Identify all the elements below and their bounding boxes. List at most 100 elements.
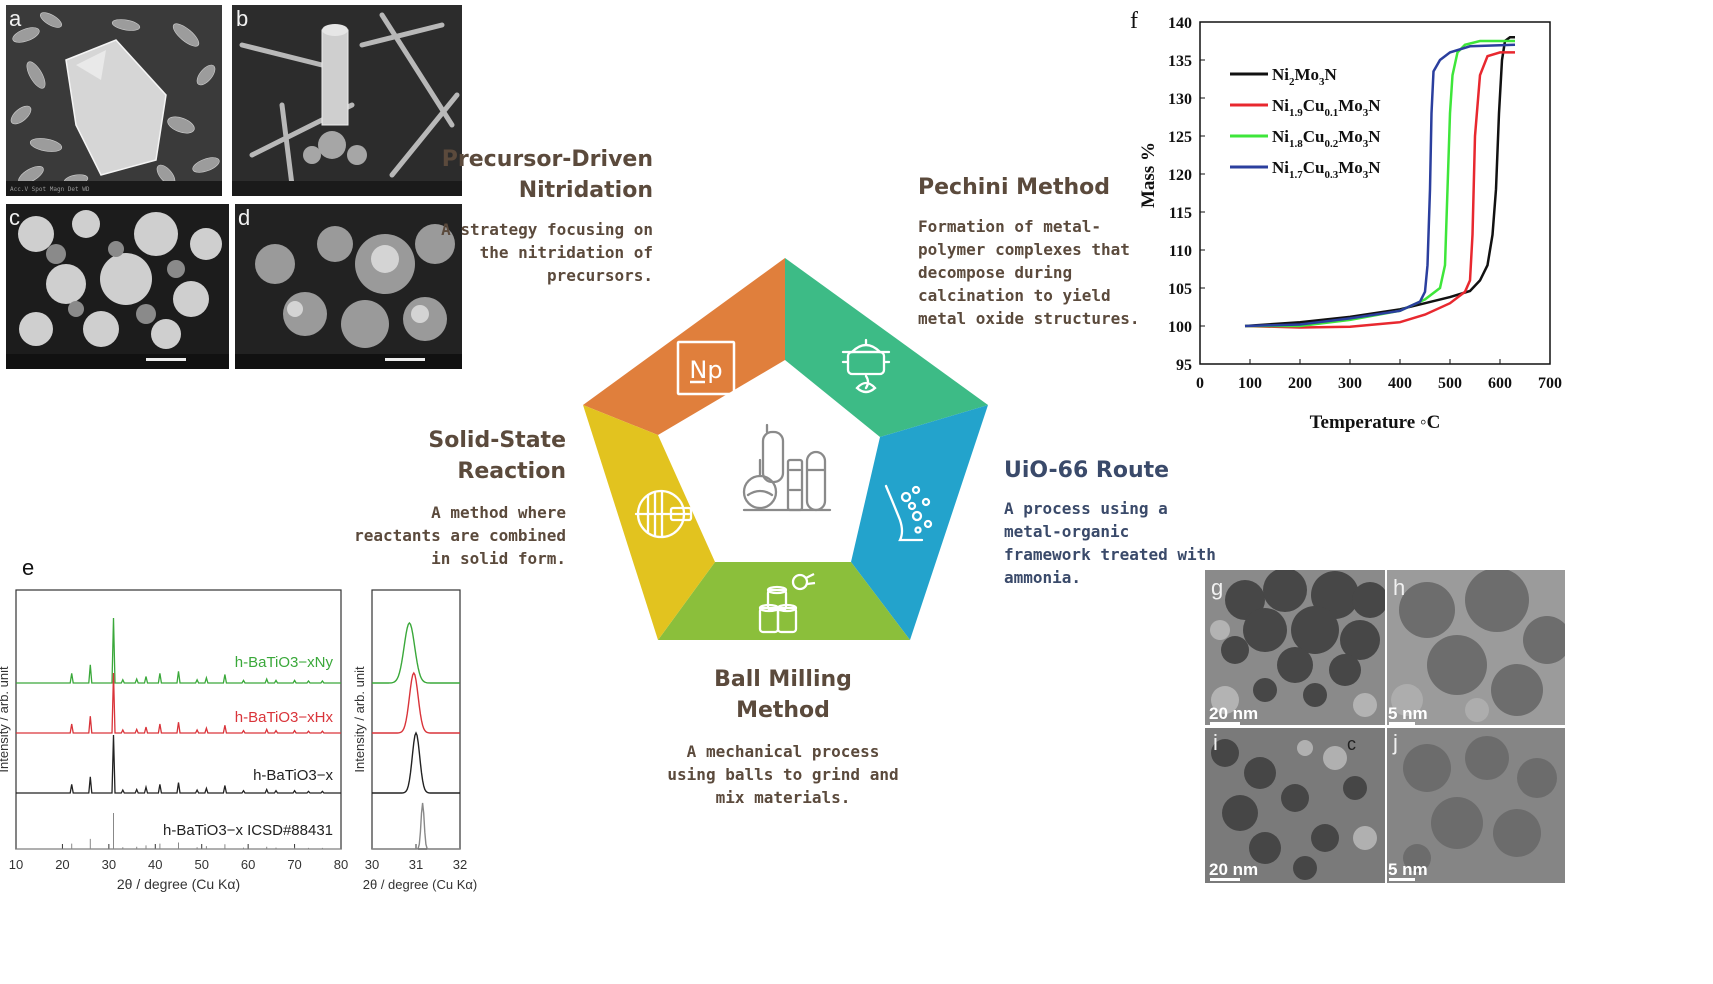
pechini-desc-line: metal oxide structures. <box>918 309 1140 328</box>
series-line <box>1244 51 1515 329</box>
x-tick-label: 400 <box>1388 375 1412 392</box>
ball-desc-line: A mechanical process <box>686 742 880 761</box>
solid-state-description: A method where reactants are combined in… <box>340 501 566 570</box>
xrd-zoom-line <box>372 802 460 850</box>
sem-image-b <box>232 5 462 196</box>
series-line <box>1244 43 1516 328</box>
x-tick-label: 70 <box>287 857 301 872</box>
legend-label: Ni2Mo3N <box>1272 65 1338 88</box>
panel-label-g: g <box>1211 575 1224 600</box>
xrd-series-label: h-BaTiO3−x <box>253 767 333 784</box>
x-tick-label: 600 <box>1488 375 1512 392</box>
x-tick-label: 700 <box>1538 375 1562 392</box>
y-axis-label: Intensity / arb. unit <box>0 666 11 773</box>
pechini-title: Pechini Method <box>918 175 1111 200</box>
scale-label-j: 5 nm <box>1388 860 1428 879</box>
solid-desc-line: A method where <box>431 503 566 522</box>
panel-label-e: e <box>22 555 35 580</box>
solid-title-line-1: Solid-State <box>428 428 566 453</box>
ball-title-line-2: Method <box>736 698 830 723</box>
y-tick-label: 95 <box>1176 357 1192 374</box>
x-tick-label: 0 <box>1196 375 1204 392</box>
precursor-desc-line: A strategy focusing on <box>441 220 653 239</box>
uio-desc-line: framework treated with <box>1004 545 1216 564</box>
panel-label-i: i <box>1213 730 1218 755</box>
flask-beads-icon <box>884 484 933 542</box>
x-axis-label: Temperature ◦C <box>1310 412 1441 433</box>
y-tick-label: 125 <box>1168 129 1192 146</box>
xrd-series-label: h-BaTiO3−xHx <box>235 709 334 726</box>
ball-title-line-1: Ball Milling <box>714 667 852 692</box>
ball-desc-line: using balls to grind and <box>667 765 899 784</box>
scale-label-g: 20 nm <box>1209 704 1259 723</box>
pechini-desc-line: calcination to yield <box>918 286 1111 305</box>
svg-text:Acc.V Spot Magn Det WD: Acc.V Spot Magn Det WD <box>10 186 90 193</box>
x-axis-label: 2θ / degree (Cu Kα) <box>117 876 240 892</box>
precursor-title-line-1: Precursor-Driven <box>441 147 653 172</box>
precursor-title-line-2: Nitridation <box>518 178 653 203</box>
xrd-series-label: h-BaTiO3−xNy <box>235 654 334 671</box>
x-tick-label: 80 <box>334 857 348 872</box>
xrd-series-line <box>16 617 341 684</box>
legend-label: Ni1.7Cu0.3Mo3N <box>1272 158 1381 181</box>
xrd-series-line <box>16 734 341 794</box>
scale-label-h: 5 nm <box>1388 704 1428 723</box>
y-axis-label: Intensity / arb. unit <box>352 666 367 773</box>
y-tick-label: 130 <box>1168 91 1192 108</box>
series-line <box>1244 35 1515 328</box>
chemical-plant-icon <box>742 423 832 512</box>
x-tick-label: 32 <box>453 857 467 872</box>
panel-label-b: b <box>236 6 249 31</box>
precursor-desc-line: the nitridation of <box>479 243 653 262</box>
uio-title: UiO-66 Route <box>1004 458 1170 483</box>
segment-ball <box>658 562 910 640</box>
x-tick-label: 40 <box>148 857 162 872</box>
uio-description: A process using a metal-organic framewor… <box>1004 497 1216 589</box>
xrd-series-line <box>16 672 341 734</box>
boiling-pot-icon <box>841 338 891 394</box>
scale-bar-h <box>1389 722 1415 725</box>
panel-label-h: h <box>1393 575 1406 600</box>
xrd-series-label: h-BaTiO3−x ICSD#88431 <box>163 822 333 839</box>
ball-milling-title: Ball Milling Method <box>663 664 903 726</box>
segment-uio <box>851 405 988 640</box>
x-tick-label: 300 <box>1338 375 1362 392</box>
mill-drum-icon <box>634 489 693 539</box>
sem-image-d <box>235 204 462 369</box>
tem-image-i <box>1205 728 1385 883</box>
y-tick-label: 105 <box>1168 281 1192 298</box>
x-tick-label: 200 <box>1288 375 1312 392</box>
solid-desc-line: in solid form. <box>431 549 566 568</box>
pechini-desc-line: Formation of metal- <box>918 217 1102 236</box>
panel-label-d: d <box>238 205 251 230</box>
y-tick-label: 100 <box>1168 319 1192 336</box>
x-tick-label: 30 <box>365 857 379 872</box>
uio-desc-line: ammonia. <box>1004 568 1082 587</box>
y-tick-label: 115 <box>1169 205 1192 222</box>
xrd-zoom-line <box>372 671 460 734</box>
x-tick-label: 500 <box>1438 375 1462 392</box>
pechini-desc-line: decompose during <box>918 263 1073 282</box>
x-tick-label: 60 <box>241 857 255 872</box>
panel-label-j: j <box>1393 730 1398 755</box>
pechini-description: Formation of metal- polymer complexes th… <box>918 215 1140 330</box>
xrd-series-line <box>16 813 341 850</box>
precursor-title: Precursor-Driven Nitridation <box>400 144 653 206</box>
precursor-desc-line: precursors. <box>547 266 653 285</box>
x-axis-label: 2θ / degree (Cu Kα) <box>363 877 477 892</box>
x-tick-label: 30 <box>102 857 116 872</box>
legend-label: Ni1.8Cu0.2Mo3N <box>1272 127 1381 150</box>
solid-title-line-2: Reaction <box>457 459 566 484</box>
xrd-zoom-line <box>372 621 460 684</box>
solid-desc-line: reactants are combined <box>354 526 566 545</box>
panel-label-f: f <box>1130 8 1138 34</box>
ball-mill-jars-icon <box>758 572 816 634</box>
sem-image-a: Acc.V Spot Magn Det WD <box>6 5 222 196</box>
ball-desc-line: mix materials. <box>715 788 851 807</box>
xrd-right-frame <box>371 589 461 850</box>
xrd-zoom-line <box>372 731 460 794</box>
precursor-description: A strategy focusing on the nitridation o… <box>400 218 653 287</box>
solid-state-title: Solid-State Reaction <box>340 425 566 487</box>
y-tick-label: 140 <box>1168 15 1192 32</box>
uio-desc-line: A process using a <box>1004 499 1168 518</box>
